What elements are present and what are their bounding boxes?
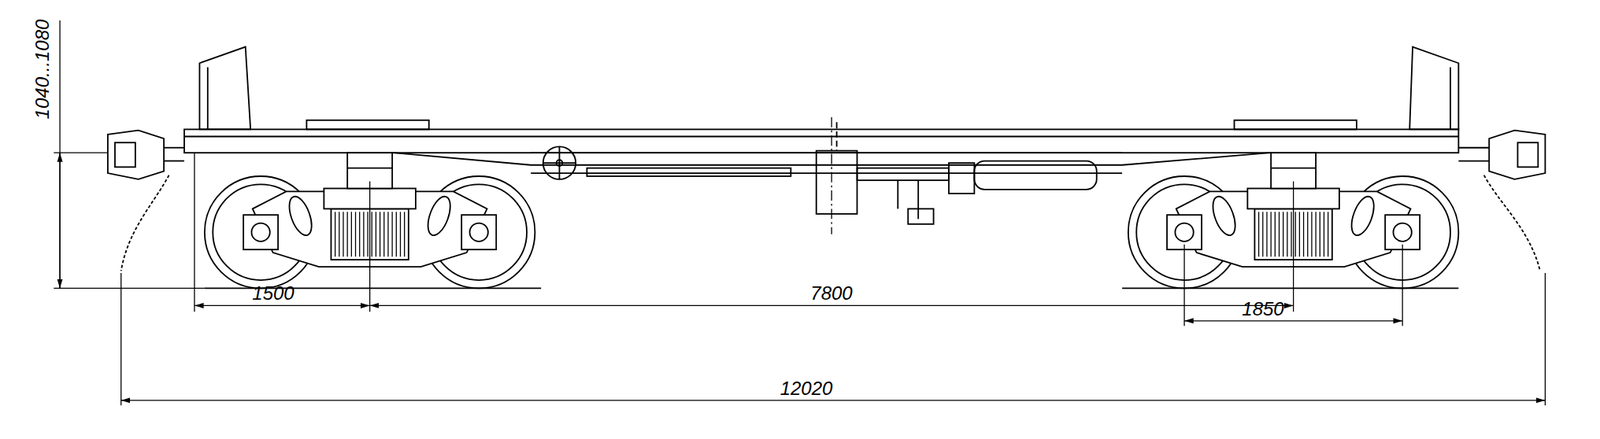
dimension-line <box>370 305 1294 307</box>
spring-coil <box>1314 211 1316 257</box>
spring-coil <box>1307 211 1308 257</box>
spring-coil <box>383 211 385 257</box>
spring-coil <box>1299 211 1300 257</box>
spring-coil <box>375 211 377 257</box>
spring-coil <box>403 211 405 257</box>
spring-coil <box>1266 211 1267 257</box>
dimension-value: 12020 <box>780 379 834 399</box>
brake-cylinder <box>816 151 858 215</box>
spring-coil <box>1274 211 1276 257</box>
axle-box <box>1385 214 1420 250</box>
dimension-value: 7800 <box>810 284 852 304</box>
spring-coil <box>362 211 364 257</box>
spring-coil <box>355 211 356 257</box>
frame-window <box>1347 193 1379 239</box>
dimension-value: 1500 <box>251 284 294 304</box>
spring-coil <box>1270 211 1271 257</box>
hand-brake-wheel <box>543 146 576 179</box>
spring-coil <box>371 211 373 257</box>
axle-cap <box>1392 223 1412 242</box>
frame <box>184 129 1459 153</box>
dimension-line <box>194 305 371 307</box>
axle-box <box>243 214 278 250</box>
spring-coil <box>379 211 381 257</box>
spring-coil <box>391 211 393 257</box>
spring-coil <box>1278 211 1280 257</box>
spring-coil <box>387 211 389 257</box>
spring-coil <box>1290 211 1292 257</box>
center-plate-line <box>347 167 393 170</box>
center-plate-line <box>1270 167 1316 170</box>
dimension-line <box>1184 320 1403 322</box>
spring-coil <box>351 211 352 257</box>
spring-coil <box>1327 211 1329 257</box>
spring-coil <box>1286 211 1288 257</box>
dimension-value: 1850 <box>1241 300 1284 319</box>
frame-window <box>285 193 317 239</box>
end-stake <box>199 47 251 130</box>
spring-coil <box>1311 211 1312 257</box>
dimension-value: 1040...1080 <box>33 19 52 120</box>
end-stake <box>1409 47 1459 130</box>
brake-hose <box>121 175 170 272</box>
spring-coil <box>1303 211 1304 257</box>
frame-window <box>423 193 456 239</box>
axle-cap <box>470 223 489 242</box>
spring-coil <box>1323 211 1325 257</box>
spring-coil <box>366 211 368 257</box>
spring-coil <box>1282 211 1284 257</box>
brake-hose <box>1484 175 1541 272</box>
dimension-line <box>121 400 1546 401</box>
spring-coil <box>1319 211 1321 257</box>
frame-window <box>1208 193 1241 239</box>
spring-coil <box>400 211 401 257</box>
axle-box <box>1166 214 1202 250</box>
spring-coil <box>347 211 349 257</box>
spring-coil <box>359 211 360 257</box>
spring-coil <box>1262 211 1263 257</box>
axle-box <box>461 214 497 250</box>
air-reservoir <box>974 161 1097 190</box>
dimension-line <box>59 20 60 289</box>
coupler <box>1488 130 1545 180</box>
spring-coil <box>342 211 344 257</box>
axle-cap <box>1174 223 1193 242</box>
coupler <box>107 130 164 180</box>
axle-cap <box>251 223 270 242</box>
spring-coil <box>396 211 397 257</box>
spring-coil <box>1295 211 1297 257</box>
spring-coil <box>334 211 336 257</box>
spring-coil <box>1258 211 1260 257</box>
spring-coil <box>338 211 340 257</box>
